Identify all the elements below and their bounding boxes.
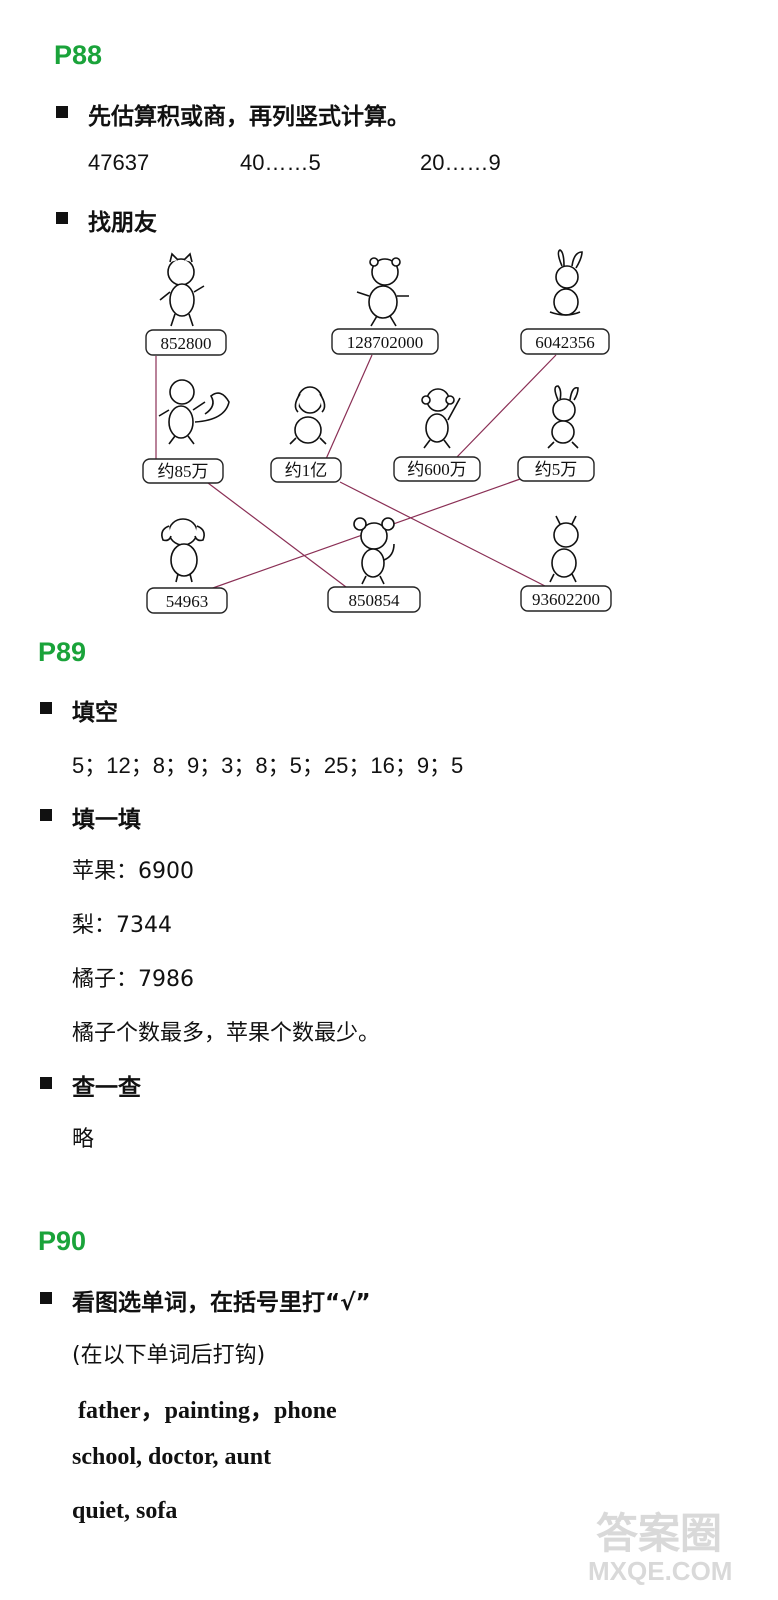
bullet-icon [56,212,68,224]
question-title: 先估算积或商，再列竖式计算。 [88,104,410,130]
label-box-852800 [145,329,227,356]
word-line: father，painting，phone [78,1398,337,1424]
answer-3: 20……9 [420,150,501,175]
cat-icon [159,252,205,327]
word-line: quiet, sofa [72,1498,178,1524]
bullet-icon [40,702,52,714]
watermark-url: MXQE.COM [588,1556,733,1586]
label-box-6042356 [520,328,610,355]
answer-line: 梨：7344 [72,913,172,938]
label-box-85wan [142,458,224,484]
word-line: school, doctor, aunt [72,1444,272,1470]
bullet-icon [40,809,52,821]
bullet-icon [40,1292,52,1304]
label-1yi: 约1亿 [285,461,328,480]
question-title: 看图选单词，在括号里打“√” [72,1290,371,1316]
goat-icon [549,515,579,583]
bullet-icon [40,1077,52,1089]
elephant-icon [161,518,205,583]
matching-diagram: 852800 128702000 6042356 约85万 约1亿 约600万 … [142,249,612,614]
label-54963: 54963 [166,592,209,611]
match-line [207,482,351,591]
label-box-5wan [517,456,595,482]
label-850854: 850854 [349,591,401,610]
bear-icon [356,257,409,327]
answer-line: 5；12；8；9；3；8；5；25；16；9；5 [72,753,464,778]
answer-1: 47637 [88,150,150,175]
label-box-128702000 [331,328,439,355]
answer-line: 略 [72,1127,95,1152]
label-box-54963 [146,587,228,614]
question-title: 查一查 [72,1075,141,1101]
label-box-1yi [270,457,342,483]
mouse-icon [353,517,395,585]
page-label-p89: P89 [38,637,87,667]
label-5wan: 约5万 [535,460,578,479]
label-600wan: 约600万 [407,460,467,479]
instruction-note: (在以下单词后打钩) [72,1343,266,1368]
dog-icon [289,386,327,445]
answer-line: 橘子：7986 [72,967,194,992]
question-title: 找朋友 [88,210,157,236]
watermark-logo: 答案圈 [596,1510,723,1557]
label-box-850854 [327,586,421,613]
question-title: 填空 [72,700,118,726]
label-852800: 852800 [161,334,212,353]
answer-line: 苹果：6900 [72,859,194,884]
label-93602200: 93602200 [532,590,600,609]
answer-2: 40……5 [240,150,321,175]
page-label-p90: P90 [38,1226,87,1256]
match-line [325,354,373,460]
monkey-icon [421,388,461,449]
bullet-icon [56,106,68,118]
squirrel-icon [158,379,230,445]
match-line [339,481,546,587]
answer-line: 橘子个数最多，苹果个数最少。 [72,1021,381,1046]
label-6042356: 6042356 [535,333,595,352]
label-85wan: 约85万 [158,462,209,481]
rabbit-icon [549,249,583,316]
bunny-icon [547,385,579,449]
match-line [455,354,557,459]
page-label-p88: P88 [54,40,103,70]
label-128702000: 128702000 [347,333,424,352]
label-box-93602200 [520,585,612,612]
label-box-600wan [393,456,481,482]
question-title: 填一填 [72,807,141,833]
